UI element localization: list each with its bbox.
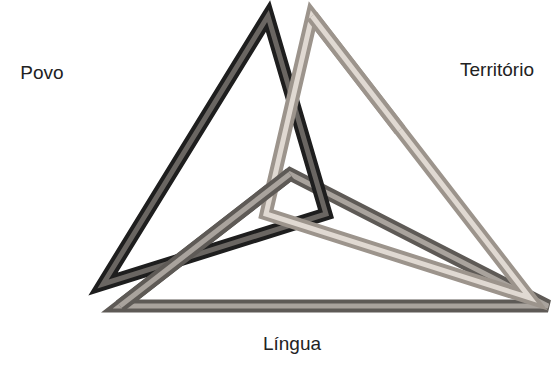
triangle-frame [312, 16, 400, 130]
triangle-highlight [266, 16, 530, 298]
triangle-highlight [312, 16, 400, 130]
triangle-highlight [103, 16, 326, 284]
triangle-frame [266, 16, 530, 298]
triangle-frame [120, 174, 290, 306]
triangle-frame [103, 16, 326, 284]
triangle-highlight [120, 174, 290, 306]
concept-label: Povo [20, 62, 63, 85]
concept-label: Língua [263, 333, 321, 356]
concept-label: Território [460, 59, 534, 82]
